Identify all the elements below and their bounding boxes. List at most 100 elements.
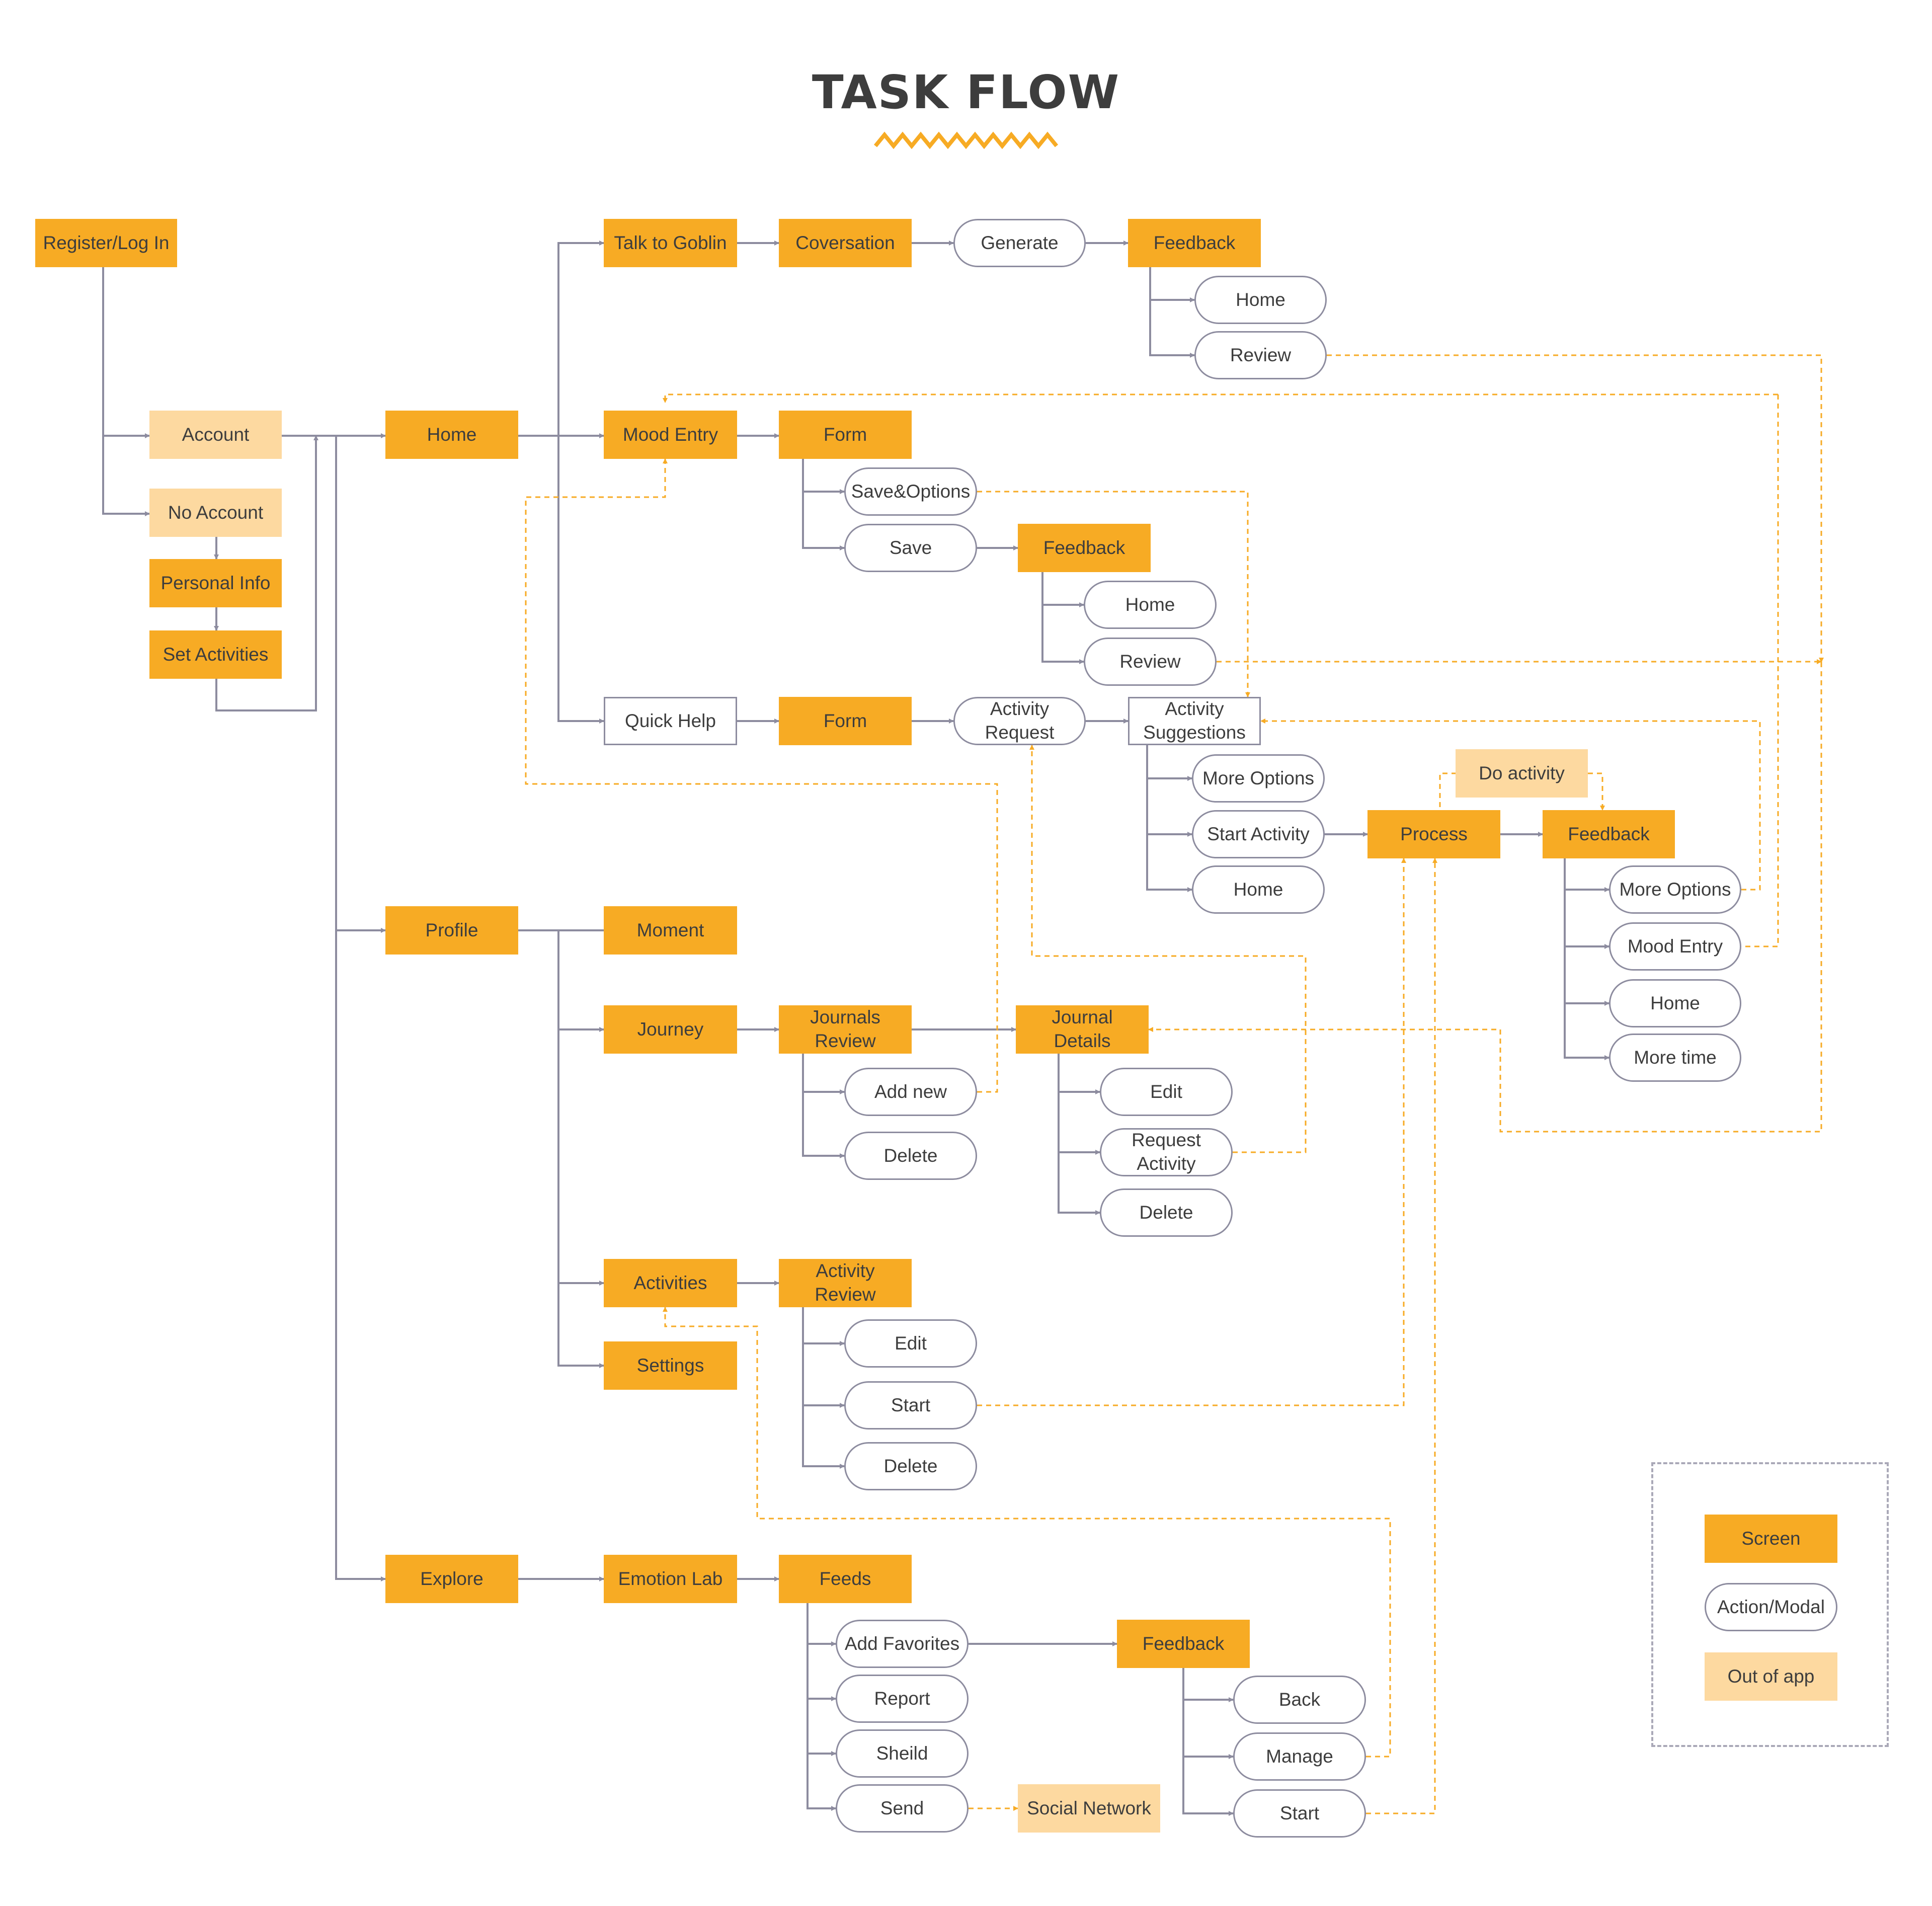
node-more-options-feedback: More Options — [1609, 865, 1741, 914]
flow-connector — [802, 1092, 845, 1158]
node-account: Account — [149, 411, 282, 459]
flow-connector — [1146, 745, 1192, 781]
flow-connector — [802, 1343, 845, 1408]
node-delete-details: Delete — [1100, 1188, 1233, 1237]
flow-connector — [1564, 946, 1609, 1006]
title-underline-wave — [873, 131, 1059, 149]
flow-connector — [557, 1283, 604, 1368]
flow-connector — [1146, 834, 1192, 892]
node-feedback-mood: Feedback — [1018, 524, 1151, 572]
flow-connector — [1182, 1700, 1234, 1759]
flow-connector — [1041, 605, 1084, 664]
cross-link-connector — [1366, 858, 1437, 1814]
node-settings: Settings — [604, 1341, 737, 1390]
legend-screen-swatch: Screen — [1705, 1515, 1837, 1563]
node-edit-journal: Edit — [1100, 1068, 1233, 1116]
node-save: Save — [844, 524, 977, 572]
flow-connector — [1058, 1092, 1100, 1155]
node-back: Back — [1233, 1676, 1366, 1724]
node-do-activity: Do activity — [1456, 749, 1588, 798]
flow-connector — [807, 1699, 836, 1756]
node-manage: Manage — [1233, 1732, 1366, 1781]
node-generate: Generate — [953, 219, 1086, 267]
node-start-feeds: Start — [1233, 1789, 1366, 1838]
node-quick-help: Quick Help — [604, 697, 737, 745]
flow-connector — [807, 1754, 836, 1811]
node-activity-review: Activity Review — [779, 1259, 912, 1307]
node-report: Report — [836, 1675, 969, 1723]
node-register-login: Register/Log In — [35, 219, 177, 267]
flow-connector — [1182, 1668, 1234, 1702]
node-home-mood: Home — [1084, 581, 1217, 629]
cross-link-connector — [1029, 745, 1307, 1153]
node-start-activity-review: Start — [844, 1381, 977, 1430]
node-form-help: Form — [779, 697, 912, 745]
node-add-new: Add new — [844, 1068, 977, 1116]
cross-link-connector — [1741, 394, 1779, 947]
node-feeds: Feeds — [779, 1555, 912, 1603]
node-delete-activity: Delete — [844, 1442, 977, 1490]
node-request-activity: Request Activity — [1100, 1128, 1233, 1176]
node-send: Send — [836, 1784, 969, 1833]
flow-connector — [1564, 858, 1609, 892]
node-home-feedback: Home — [1609, 979, 1741, 1027]
node-feedback-process: Feedback — [1543, 810, 1675, 858]
node-save-options: Save&Options — [844, 467, 977, 516]
cross-link-connector — [663, 1307, 1391, 1758]
flow-connector — [557, 1029, 604, 1286]
node-set-activities: Set Activities — [149, 630, 282, 679]
node-feedback-feeds: Feedback — [1117, 1620, 1250, 1668]
node-social-network: Social Network — [1018, 1784, 1160, 1833]
node-more-time: More time — [1609, 1034, 1741, 1082]
node-conversation: Coversation — [779, 219, 912, 267]
flow-connector — [1149, 300, 1195, 358]
flow-connector — [1182, 1757, 1234, 1816]
cross-link-connector — [977, 491, 1250, 697]
node-no-account: No Account — [149, 489, 282, 537]
node-home: Home — [385, 411, 518, 459]
cross-link-connector — [663, 393, 1778, 403]
flow-connector — [335, 436, 385, 1580]
flow-connector — [1058, 1054, 1100, 1094]
flow-connector — [802, 1405, 845, 1469]
flow-connector — [1564, 890, 1609, 949]
node-activities: Activities — [604, 1259, 737, 1307]
cross-link-connector — [977, 858, 1406, 1406]
flow-connector — [557, 241, 604, 436]
flow-connector — [557, 930, 604, 1032]
flow-connector — [1149, 267, 1195, 302]
node-activity-request: Activity Request — [953, 697, 1086, 745]
legend — [1651, 1462, 1889, 1747]
flow-connector — [802, 1054, 845, 1094]
page-title: TASK FLOW — [812, 65, 1120, 119]
cross-link-connector — [1148, 662, 1822, 1133]
flow-connector — [102, 267, 150, 438]
node-emotion-lab: Emotion Lab — [604, 1555, 737, 1603]
flow-connector — [1058, 1152, 1100, 1215]
flow-connector — [1146, 778, 1192, 837]
node-profile: Profile — [385, 906, 518, 955]
node-add-favorites: Add Favorites — [836, 1620, 969, 1668]
node-journey: Journey — [604, 1005, 737, 1054]
legend-out-of-app-swatch: Out of app — [1705, 1652, 1837, 1701]
node-mood-entry-feedback: Mood Entry — [1609, 922, 1741, 971]
flow-connector — [102, 436, 150, 516]
node-talk-to-goblin: Talk to Goblin — [604, 219, 737, 267]
cross-link-connector — [1260, 719, 1761, 891]
flow-connector — [215, 435, 318, 711]
node-journals-review: Journals Review — [779, 1005, 912, 1054]
node-moment: Moment — [604, 906, 737, 955]
cross-link-connector — [1588, 772, 1605, 811]
flow-connector — [807, 1644, 836, 1701]
node-personal-info: Personal Info — [149, 559, 282, 607]
node-activity-suggestions: Activity Suggestions — [1128, 697, 1261, 745]
flow-connector — [802, 459, 845, 494]
flow-connector — [807, 1603, 836, 1646]
node-start-activity: Start Activity — [1192, 810, 1325, 858]
node-more-options-suggestions: More Options — [1192, 754, 1325, 803]
node-delete-journal: Delete — [844, 1132, 977, 1180]
node-review-goblin: Review — [1194, 331, 1327, 379]
flow-connector — [557, 436, 604, 724]
